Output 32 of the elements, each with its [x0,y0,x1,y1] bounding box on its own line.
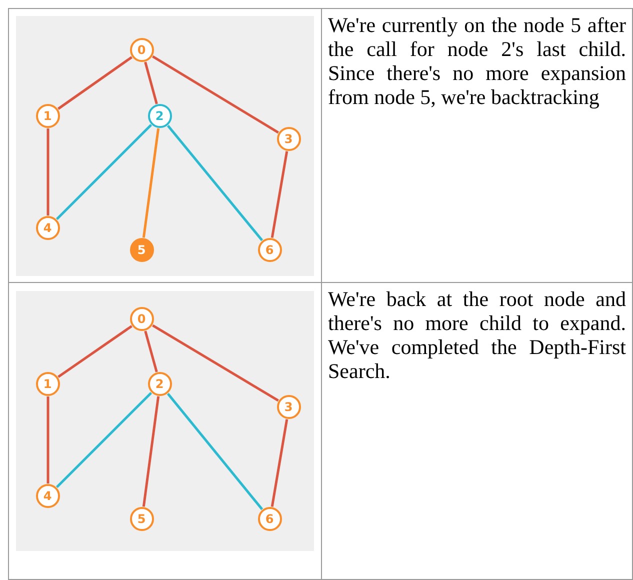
graph-edge [46,128,50,216]
graph-node: 5 [130,238,154,262]
graph-node: 3 [276,126,300,150]
graph-node: 1 [36,372,60,396]
graph-node: 2 [148,372,172,396]
graph-edge [152,55,279,134]
graph-node: 2 [148,104,172,128]
graph-node: 6 [258,238,282,262]
graph-node: 0 [130,38,154,62]
graph-node: 4 [36,216,60,240]
graph-node: 6 [258,506,282,530]
graph-edge [56,392,152,488]
graph-node: 4 [36,484,60,508]
graph-edge [56,124,152,220]
graph-node: 1 [36,104,60,128]
graph-edge [142,396,160,507]
graph-node: 0 [130,306,154,330]
step-description: We're currently on the node 5 after the call for node 2's last child. Since there's no more expansion from node 5, we're backtracking [328,13,626,109]
graph-node: 5 [130,506,154,530]
graph-edge [142,128,160,238]
graph-edge [152,324,279,402]
graph-edge [58,325,132,378]
graph-edge [58,56,132,110]
graph-edge [166,392,264,510]
graph-edge [46,396,50,484]
graph-edge [270,151,288,238]
graph-edge [144,62,158,104]
graph-node: 3 [276,394,300,418]
step-description: We're back at the root node and there's no more child to expand. We've completed the Depth-First Search. [328,287,626,383]
graph-edge [166,124,264,242]
graph-edge [270,419,288,507]
graph-edge [144,330,158,372]
